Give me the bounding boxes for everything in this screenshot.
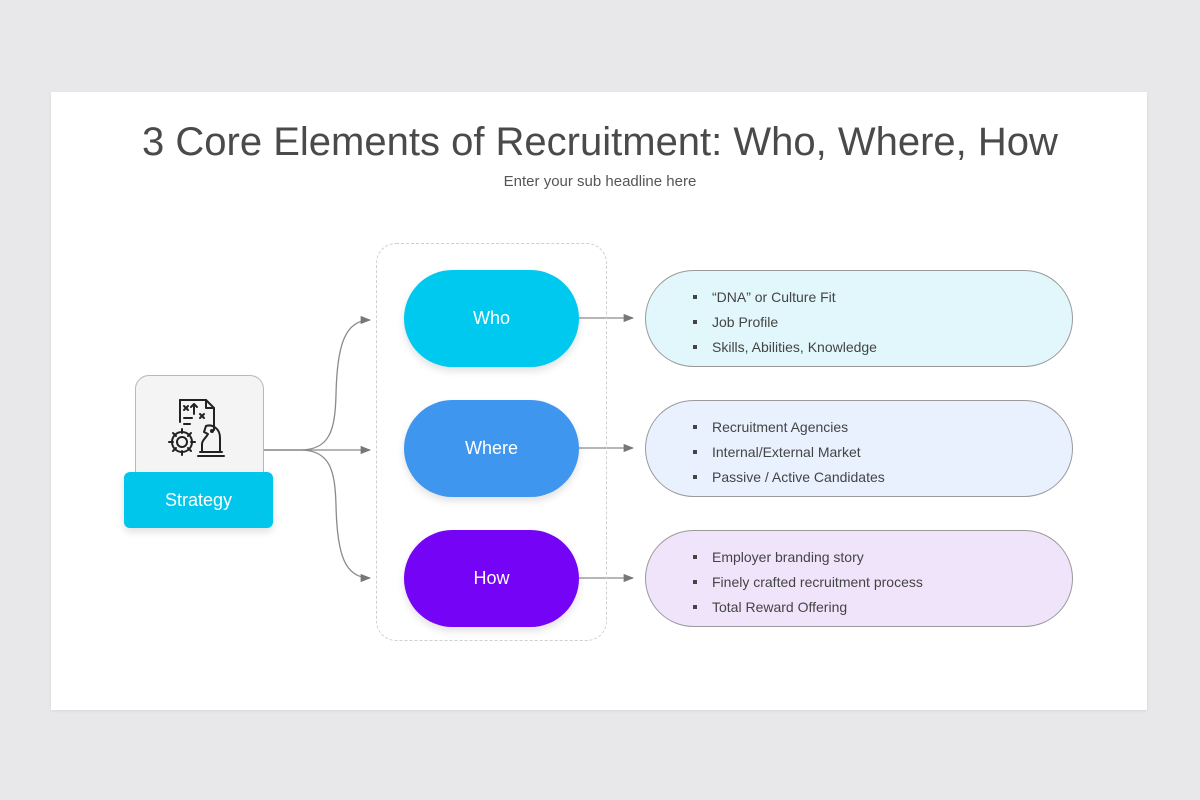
where-details: Recruitment Agencies Internal/External M… bbox=[645, 400, 1073, 497]
strategy-label: Strategy bbox=[124, 472, 273, 528]
connector-strategy-who bbox=[264, 315, 372, 451]
how-detail-item: Finely crafted recruitment process bbox=[693, 570, 923, 595]
where-detail-item: Internal/External Market bbox=[693, 440, 885, 465]
who-detail-item: “DNA” or Culture Fit bbox=[693, 285, 877, 310]
page-subtitle: Enter your sub headline here bbox=[503, 173, 697, 190]
where-detail-item: Recruitment Agencies bbox=[693, 415, 885, 440]
who-pill: Who bbox=[404, 270, 579, 367]
who-detail-item: Job Profile bbox=[693, 310, 877, 335]
elements-group-frame bbox=[376, 243, 607, 641]
strategy-card bbox=[135, 375, 264, 485]
where-detail-item: Passive / Active Candidates bbox=[693, 465, 885, 490]
how-detail-item: Employer branding story bbox=[693, 545, 923, 570]
page-title: 3 Core Elements of Recruitment: Who, Whe… bbox=[142, 120, 1058, 164]
strategy-chess-gear-icon bbox=[168, 399, 225, 457]
how-detail-item: Total Reward Offering bbox=[693, 595, 923, 620]
who-detail-item: Skills, Abilities, Knowledge bbox=[693, 335, 877, 360]
how-details: Employer branding story Finely crafted r… bbox=[645, 530, 1073, 627]
how-pill: How bbox=[404, 530, 579, 627]
where-pill: Where bbox=[404, 400, 579, 497]
connector-strategy-how bbox=[264, 449, 372, 583]
who-details: “DNA” or Culture Fit Job Profile Skills,… bbox=[645, 270, 1073, 367]
